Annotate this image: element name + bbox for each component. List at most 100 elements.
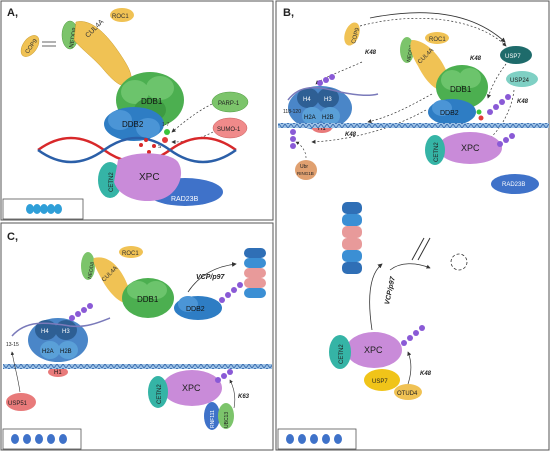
ring1b-label: RING1B xyxy=(297,171,314,176)
rad23b-blob-b xyxy=(491,174,539,194)
usp7-label-b-lower: USP7 xyxy=(372,379,388,385)
cetn2-label-c: CETN2 xyxy=(157,384,163,404)
cop9-blob-b xyxy=(344,22,360,46)
ubiquitin-b2 xyxy=(478,115,484,121)
xpc-complex-a xyxy=(98,153,223,206)
panel-b xyxy=(275,0,550,451)
rad23b-label-a: RAD23B xyxy=(171,196,199,203)
ring1b-arrow xyxy=(295,141,307,159)
nedd8-blob-c xyxy=(81,252,95,280)
equilibrium-arrows-b xyxy=(411,237,431,261)
k63-arrow xyxy=(229,379,236,409)
cul4a-blob-c xyxy=(93,257,130,303)
ddb1-blob-b xyxy=(436,65,488,109)
roc1-blob-a xyxy=(110,8,134,22)
usp51-arrow xyxy=(10,351,21,393)
rad23b-label-b: RAD23B xyxy=(502,182,525,188)
otud4-label: OTUD4 xyxy=(397,391,418,397)
sumo1-label: SUMO-1 xyxy=(217,127,241,133)
h2a-label-c: H2A xyxy=(42,349,54,355)
ub-chain-ddb2 xyxy=(487,94,511,115)
cetn2-label-a: CETN2 xyxy=(109,172,115,192)
nucleosome-legend-icon xyxy=(26,204,62,214)
nedd8-label-b: NEDD8 xyxy=(406,44,415,62)
ub-chain-ddb2-c xyxy=(219,282,243,303)
h4-label-b: H4 xyxy=(303,97,311,103)
ubr-label: Ubr xyxy=(300,164,308,170)
h1-blob-c xyxy=(48,367,68,377)
vcp-arrow-b xyxy=(369,263,383,331)
chromatin-band-c xyxy=(3,364,272,369)
k48-label-2: K48 xyxy=(470,56,482,62)
k48-label-5: K48 xyxy=(420,371,432,377)
usp51-label: USP51 xyxy=(8,401,28,407)
parp1-label: PARP-1 xyxy=(218,101,240,107)
rnf111-label: RNF111 xyxy=(210,410,216,428)
k48-label-3: K48 xyxy=(517,99,529,105)
vcp-arrow-c xyxy=(187,262,237,293)
nedd8-label-a: NEDD8 xyxy=(69,27,79,49)
residues-label-b: 118-120 xyxy=(283,109,301,115)
xpc-complex-c xyxy=(148,370,222,408)
mark-top-label: 1-7 xyxy=(162,122,169,128)
dna-lesion-a xyxy=(139,138,156,154)
equilibrium-arrows-a xyxy=(42,41,56,47)
residues-label-c: 13-15 xyxy=(6,342,19,348)
roc1-blob-c xyxy=(119,246,143,258)
ub-chain-left-b xyxy=(290,129,296,149)
chromatin-band-b xyxy=(278,123,549,128)
roc1-label-c: ROC1 xyxy=(122,251,139,257)
recycle-icon xyxy=(450,253,468,271)
roc1-blob-b xyxy=(425,32,449,44)
h2b-label-c: H2B xyxy=(60,349,72,355)
k63-label: K63 xyxy=(238,394,250,400)
ubr-ring1b-blob xyxy=(295,160,317,180)
ddb2-blob-a xyxy=(104,107,164,141)
ub-chain-xpc-b xyxy=(497,133,515,147)
cop9-blob xyxy=(20,35,40,57)
ddb1-blob-c xyxy=(122,278,174,318)
h2b-label-b: H2B xyxy=(322,115,334,121)
ddb2-blob-b xyxy=(428,99,476,125)
ddb1-label-b: DDB1 xyxy=(450,85,472,94)
ddb2-blob-c xyxy=(174,296,222,320)
ddb2-label-b: DDB2 xyxy=(440,110,459,117)
panel-a-label: A, xyxy=(7,7,18,19)
k48-label-1: K48 xyxy=(365,50,377,56)
h4-label-c: H4 xyxy=(41,329,49,335)
mark-bottom-label: S xyxy=(158,144,162,150)
cetn2-label-b: CETN2 xyxy=(434,142,440,162)
xpc-complex-b-lower xyxy=(329,332,422,400)
cetn2-label-b-lower: CETN2 xyxy=(339,344,345,364)
proteasome-icon-c xyxy=(244,248,266,298)
xpc-label-a: XPC xyxy=(139,172,160,183)
ub-chain-nucleosome-b xyxy=(317,74,335,86)
xpc-complex-b xyxy=(425,132,502,165)
usp24-label: USP24 xyxy=(510,78,530,84)
panel-c-label: C, xyxy=(7,231,18,243)
nedd8-label-c: NEDD8 xyxy=(87,261,96,279)
histone-tail-b xyxy=(287,86,379,101)
ubc13-label: UBC13 xyxy=(224,412,230,428)
xpc-label-b-lower: XPC xyxy=(364,345,383,355)
panel-b-content: COP9 NEDD8 ROC1 CUL4A DDB1 DDB2 USP7 xyxy=(277,12,549,450)
ubiquitin-a2 xyxy=(162,137,168,143)
usp7-blob-b xyxy=(500,46,532,64)
parp1-blob xyxy=(211,91,249,113)
nucleosome-legend-icon-b xyxy=(286,434,342,444)
panel-b-label: B, xyxy=(283,7,294,19)
nucleosome-b xyxy=(288,86,352,130)
usp51-blob xyxy=(6,393,36,411)
h1-label-c: H1 xyxy=(54,370,62,376)
ddb1-label-c: DDB1 xyxy=(137,295,159,304)
ub-chain-xpc-lower xyxy=(401,325,425,346)
ub-chain-xpc-c xyxy=(215,369,233,383)
h3-label-b: H3 xyxy=(324,97,332,103)
h3-label-c: H3 xyxy=(62,329,70,335)
proteasome-icon xyxy=(342,202,362,274)
h2a-label-b: H2A xyxy=(304,115,316,121)
ubiquitin-a1 xyxy=(164,129,170,135)
rnf111-blob xyxy=(204,402,220,430)
nucleosome-legend-icon-c xyxy=(11,434,67,444)
